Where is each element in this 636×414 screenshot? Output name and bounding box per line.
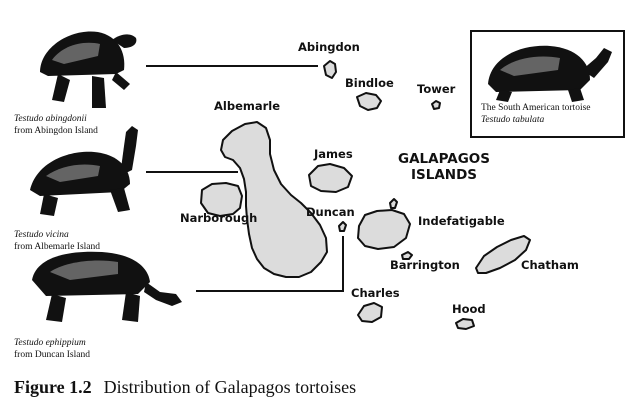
island-chatham: [475, 235, 531, 274]
label-charles: Charles: [351, 286, 400, 300]
island-charles: [357, 302, 383, 323]
label-narborough: Narborough: [180, 211, 258, 225]
species-name: Testudo abingdonii: [14, 114, 87, 124]
connector-duncan: [196, 236, 344, 292]
label-bindloe: Bindloe: [345, 76, 394, 90]
island-tower: [431, 100, 441, 110]
map-title: GALAPAGOS ISLANDS: [398, 151, 490, 183]
species-origin: from Albemarle Island: [14, 242, 101, 252]
island-indefatigable: [357, 209, 411, 250]
island-barrington: [401, 251, 413, 260]
label-albemarle: Albemarle: [214, 99, 281, 113]
label-tower: Tower: [417, 82, 456, 96]
island-indefatigable-islet: [389, 198, 398, 209]
species-name: Testudo ephippium: [14, 338, 86, 348]
species-origin: from Duncan Island: [14, 350, 90, 360]
island-hood: [455, 318, 475, 330]
label-chatham: Chatham: [521, 258, 579, 272]
inset-caption: The South American tortoise Testudo tabu…: [481, 102, 591, 126]
figure-caption-text: Distribution of Galapagos tortoises: [103, 377, 357, 397]
map-title-line-1: GALAPAGOS: [398, 151, 490, 167]
label-indefatigable: Indefatigable: [418, 214, 505, 228]
tortoise-abingdon-illustration: [40, 31, 137, 108]
caption-vicina: Testudo vicina from Albemarle Island: [14, 229, 100, 253]
island-james: [308, 163, 353, 193]
caption-abingdonii: Testudo abingdonii from Abingdon Island: [14, 113, 98, 137]
tortoise-tabulata-illustration: [488, 45, 612, 102]
label-hood: Hood: [452, 302, 486, 316]
island-bindloe: [356, 92, 382, 111]
map-title-line-2: ISLANDS: [410, 167, 478, 183]
label-james: James: [314, 147, 353, 161]
island-abingdon: [323, 60, 337, 79]
island-narborough: [200, 182, 243, 217]
species-name: Testudo vicina: [14, 230, 69, 240]
species-origin: from Abingdon Island: [14, 126, 98, 136]
label-duncan: Duncan: [306, 205, 355, 219]
figure-caption: Figure 1.2 Distribution of Galapagos tort…: [14, 377, 356, 398]
label-barrington: Barrington: [390, 258, 460, 272]
tortoise-vicina-illustration: [30, 126, 138, 216]
caption-ephippium: Testudo ephippium from Duncan Island: [14, 337, 90, 361]
island-albemarle: [220, 121, 328, 278]
label-abingdon: Abingdon: [298, 40, 360, 54]
inset-species-name: Testudo tabulata: [481, 115, 545, 125]
figure-number: Figure 1.2: [14, 377, 92, 397]
island-duncan: [338, 221, 347, 232]
inset-caption-line: The South American tortoise: [481, 103, 591, 113]
tortoise-ephippium-illustration: [32, 251, 182, 322]
